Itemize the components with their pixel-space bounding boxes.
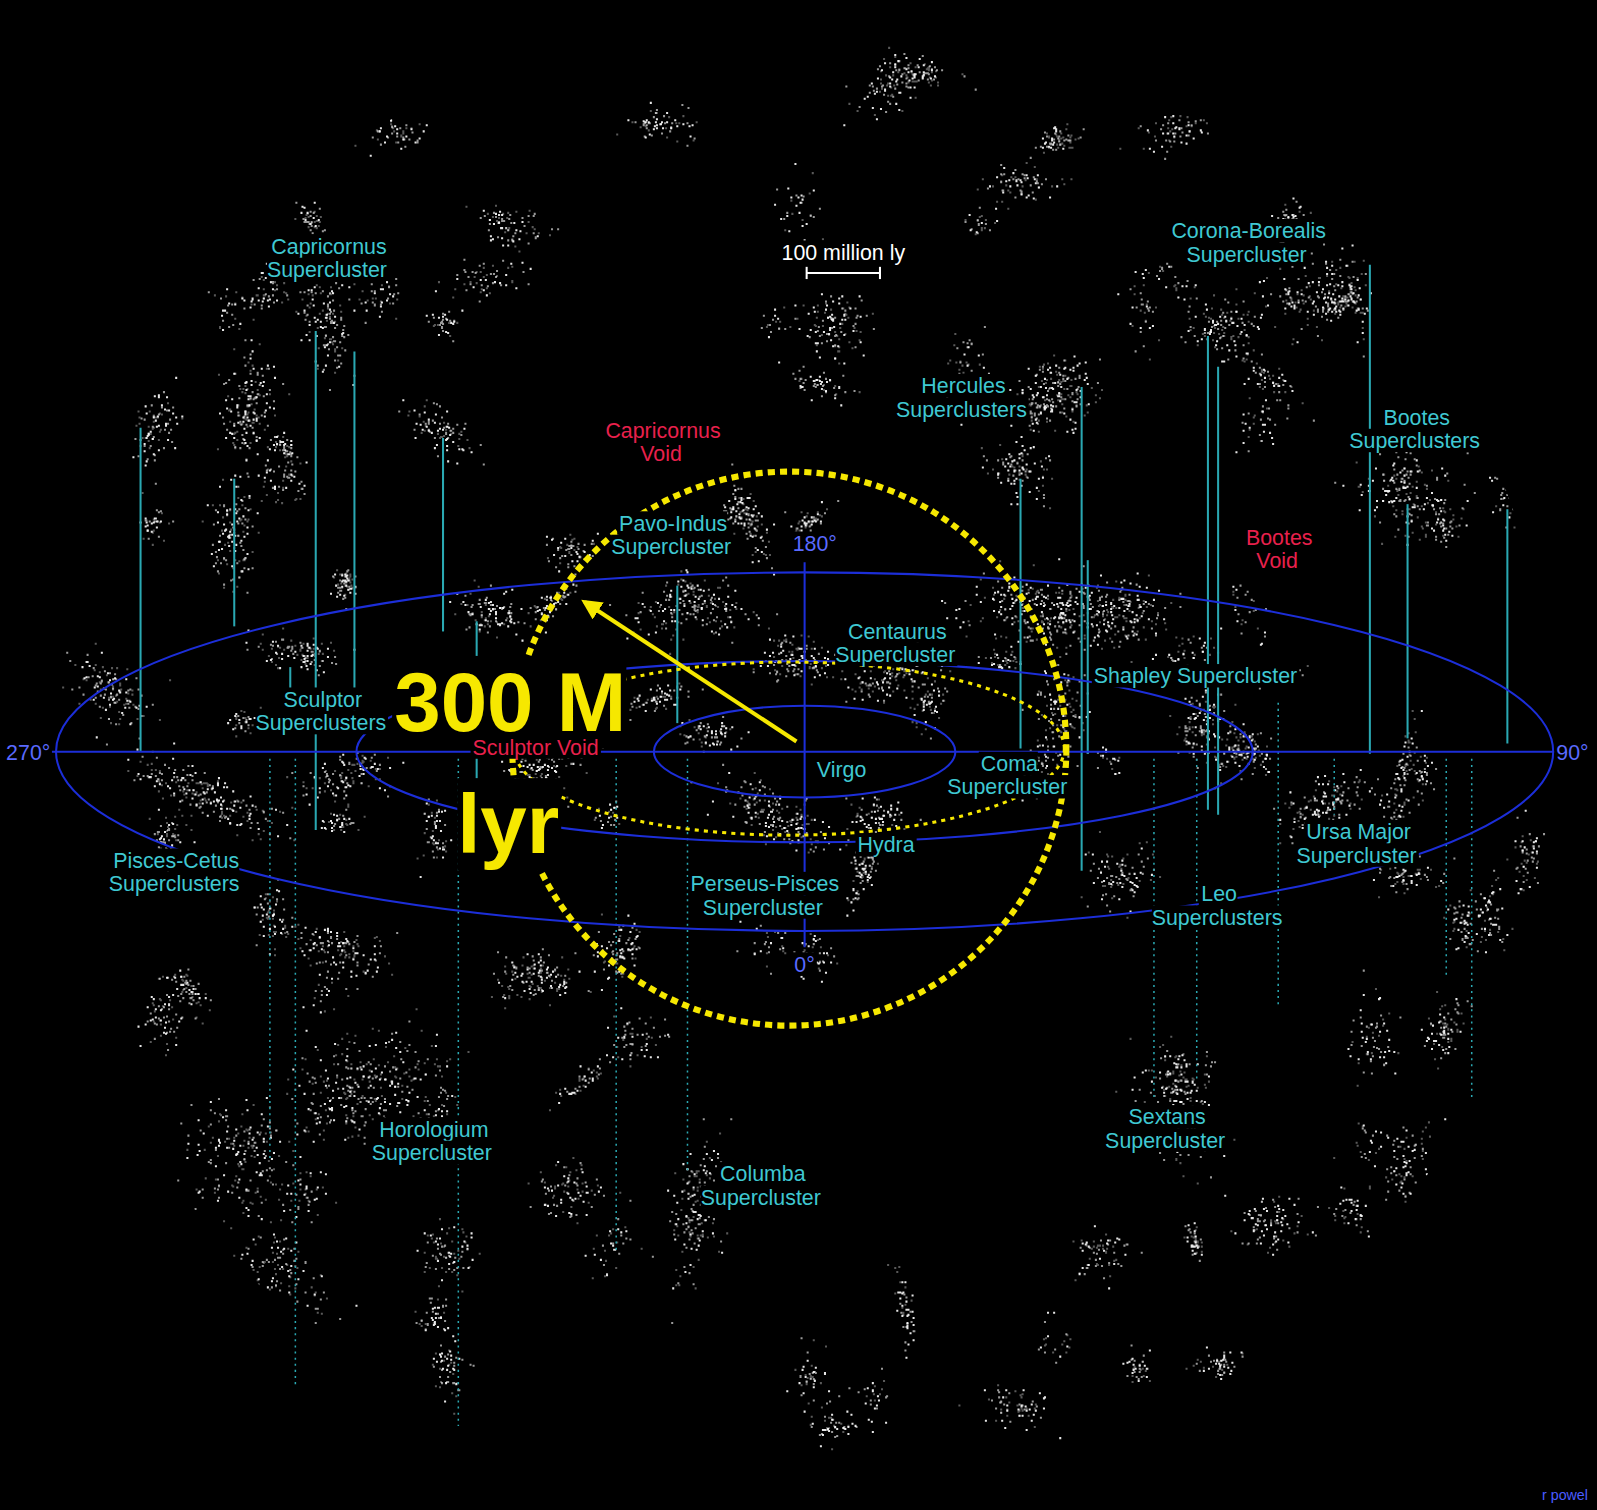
- label-text: Bootes Superclusters: [1349, 405, 1482, 452]
- stem-line: [353, 351, 355, 728]
- label-text: 270°: [4, 740, 52, 763]
- label-text: 180°: [791, 532, 839, 555]
- stem-line: [1207, 336, 1209, 810]
- label-text: Sculptor Void: [471, 735, 601, 758]
- stem-line: [1217, 367, 1219, 815]
- stem-line: [1087, 560, 1089, 754]
- stem-line: [1277, 703, 1279, 1009]
- stem-line: [315, 331, 317, 830]
- label-text: Leo Superclusters: [1152, 882, 1285, 929]
- label-text: Columba Supercluster: [701, 1162, 823, 1209]
- void-label: Sculptor Void: [471, 735, 624, 758]
- stem-line: [1407, 504, 1409, 738]
- stem-line: [269, 759, 271, 1161]
- supercluster-label: Sculptor Superclusters: [251, 687, 394, 734]
- label-text: Centaurus Supercluster: [835, 619, 957, 666]
- supercluster-label: Horologium Supercluster: [351, 1117, 514, 1164]
- supercluster-label: Perseus-Pisces Supercluster: [675, 872, 853, 919]
- stem-line: [442, 438, 444, 632]
- label-text: Horologium Supercluster: [372, 1117, 494, 1164]
- supercluster-label: Centaurus Supercluster: [815, 619, 978, 666]
- label-text: Corona-Borealis Supercluster: [1169, 219, 1326, 266]
- label-text: 0°: [792, 952, 817, 975]
- stem-line: [676, 586, 678, 723]
- cluster-label: Virgo: [815, 758, 896, 781]
- label-text: Virgo: [815, 758, 869, 781]
- axis-label: 0°: [779, 952, 830, 975]
- position-stems: [141, 265, 1508, 1426]
- stem-line: [1445, 759, 1447, 978]
- stem-line: [1506, 509, 1508, 743]
- galaxy-clusters: [62, 47, 1556, 1450]
- supercluster-label: Pisces-Cetus Superclusters: [94, 848, 257, 895]
- label-text: Capricornus Void: [603, 419, 720, 466]
- label-text: Perseus-Pisces Supercluster: [689, 872, 840, 919]
- label-text: Hydra: [856, 833, 917, 856]
- label-text: 100 million ly: [779, 240, 907, 263]
- supercluster-label: Columba Supercluster: [680, 1162, 843, 1209]
- supercluster-label: Corona-Borealis Supercluster: [1151, 219, 1345, 266]
- galactic-plane: [49, 562, 1556, 947]
- stem-line: [1081, 387, 1083, 871]
- cluster-label: Hydra: [856, 833, 937, 856]
- supercluster-label: Sextans Supercluster: [1085, 1105, 1248, 1152]
- supercluster-label: Hercules Superclusters: [876, 374, 1049, 421]
- label-text: Hercules Superclusters: [896, 374, 1029, 421]
- supercluster-label: Ursa Major Supercluster: [1276, 820, 1439, 867]
- stem-line: [687, 759, 689, 1171]
- axis-label: 90°: [1554, 740, 1595, 763]
- stem-line: [140, 428, 142, 752]
- stem-line: [1153, 759, 1155, 1100]
- supercluster-label: Leo Superclusters: [1142, 882, 1295, 929]
- axis-label: 270°: [4, 740, 65, 763]
- stem-line: [233, 479, 235, 627]
- label-text: Sextans Supercluster: [1105, 1105, 1227, 1152]
- label-text: Shapley Supercluster: [1092, 664, 1299, 687]
- void-label: Capricornus Void: [586, 419, 739, 466]
- label-text: Bootes Void: [1244, 526, 1313, 573]
- supercluster-label: Coma Supercluster: [932, 752, 1085, 799]
- stem-line: [1333, 759, 1335, 815]
- scale-label: 100 million ly: [741, 240, 945, 263]
- supercluster-label: Bootes Superclusters: [1329, 405, 1502, 452]
- label-text: 300 M lyr: [392, 656, 626, 871]
- axis-label: 180°: [784, 532, 845, 555]
- void-label: Bootes Void: [1227, 526, 1329, 573]
- label-text: r powel: [1540, 1487, 1590, 1503]
- label-text: Sculptor Superclusters: [255, 687, 388, 734]
- watermark: r powel: [1540, 1487, 1595, 1503]
- stem-line: [1020, 479, 1022, 749]
- label-text: Ursa Major Supercluster: [1297, 820, 1419, 867]
- label-text: Pisces-Cetus Superclusters: [109, 848, 242, 895]
- stem-line: [295, 759, 297, 1385]
- scale-bar: [807, 267, 880, 279]
- distance-label: 300 M lyr: [367, 642, 652, 886]
- galaxy-dots: [66, 53, 1556, 1438]
- label-text: Capricornus Supercluster: [267, 234, 389, 281]
- stem-line: [1369, 265, 1371, 754]
- label-text: Coma Supercluster: [947, 752, 1069, 799]
- label-text: Pavo-Indus Supercluster: [611, 511, 733, 558]
- supercluster-label: Capricornus Supercluster: [246, 234, 409, 281]
- supercluster-label: Pavo-Indus Supercluster: [591, 511, 754, 558]
- supercluster-label: Shapley Supercluster: [1092, 664, 1245, 687]
- stem-line: [1471, 759, 1473, 1100]
- label-text: 90°: [1554, 740, 1590, 763]
